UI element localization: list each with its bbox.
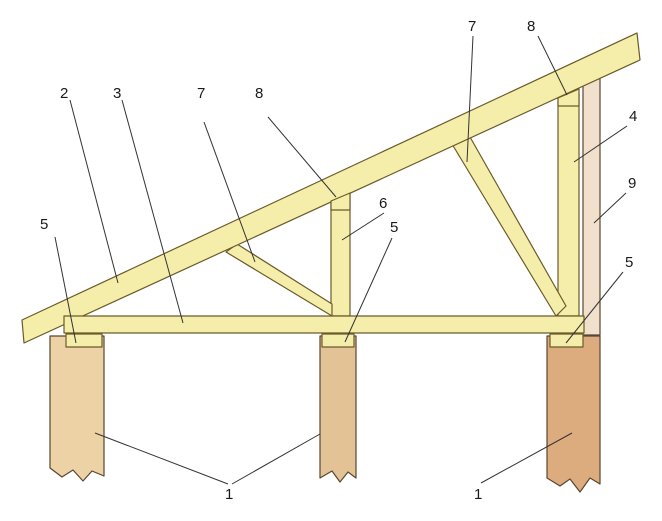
label-8-left: 8 [255,85,263,102]
leader-3 [121,99,184,324]
label-4: 4 [629,108,637,125]
brace-left [225,243,333,317]
leader-7-left [203,121,256,263]
leader-7-right [466,35,474,163]
label-7-left: 7 [197,85,205,102]
plate-middle [321,333,355,348]
strut-tall [557,93,580,317]
post-left [49,335,105,482]
label-9: 9 [628,175,636,192]
leader-2 [69,99,119,284]
label-5-right: 5 [625,254,633,271]
plate-left [65,333,103,348]
strut-short [330,192,351,317]
label-3: 3 [113,85,121,102]
block-short-strut [330,192,351,211]
tie-beam [63,315,585,334]
label-5-left: 5 [40,216,48,233]
rafter [21,32,641,344]
leader-1-right-post [480,432,573,484]
leader-5-left [54,236,77,344]
leader-8-left [267,116,337,198]
label-8-right: 8 [527,18,535,35]
label-1-right: 1 [474,486,482,503]
label-5-middle: 5 [390,219,398,236]
callout-labels: 2 3 7 8 7 8 4 9 6 5 5 5 1 1 [40,18,637,503]
post-middle [319,335,357,483]
leader-4 [573,125,628,163]
leader-6 [341,212,385,241]
label-6: 6 [379,195,387,212]
leader-5-right [565,271,624,344]
leader-8-right [537,35,568,96]
plate-right [549,333,584,348]
post-right [546,335,601,493]
wall [582,77,601,336]
brace-right [451,136,567,317]
leader-1-left-post [94,432,229,485]
leader-1-middle-post [231,433,321,485]
leader-lines [54,35,628,485]
leader-9 [593,192,627,224]
label-2: 2 [60,85,68,102]
block-tall-strut [557,88,580,107]
label-7-right: 7 [468,18,476,35]
label-1-left: 1 [225,486,233,503]
leader-5-middle [344,237,393,343]
